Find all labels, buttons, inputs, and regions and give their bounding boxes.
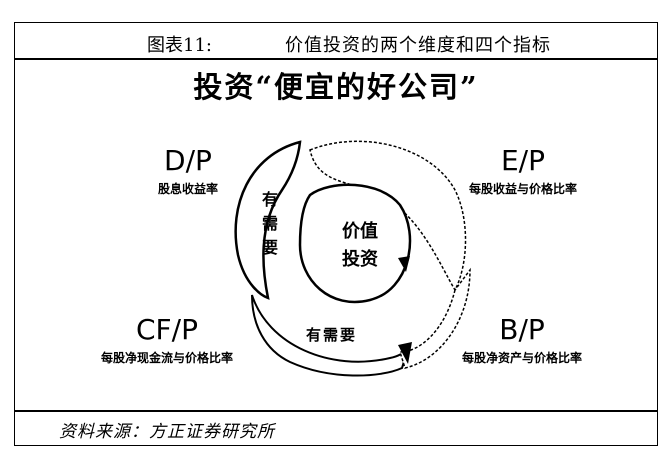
indicator-dp-code: D/P [164, 144, 212, 177]
diagram-title: 投资“便宜的好公司” [193, 70, 479, 104]
center-label-line1: 价值 [342, 221, 378, 242]
indicator-dp: D/P 股息收益率 [128, 146, 248, 197]
inner-circle [298, 183, 412, 304]
indicator-cfp-code: CF/P [136, 313, 198, 346]
indicator-ep-desc: 每股收益与价格比率 [468, 182, 577, 196]
source-note: 资料来源：方正证券研究所 [59, 422, 275, 442]
figure-title: 价值投资的两个维度和四个指标 [285, 35, 551, 56]
indicator-bp-code: B/P [499, 313, 545, 346]
arrow-label-left: 有需要 [261, 190, 278, 257]
figure-label: 图表11: [147, 35, 212, 56]
indicator-ep-code: E/P [500, 144, 545, 177]
source-footer: 资料来源：方正证券研究所 [15, 410, 657, 445]
center-label: 价值 投资 [320, 218, 400, 274]
indicator-dp-desc: 股息收益率 [157, 182, 218, 196]
arrow-label-bottom: 有需要 [306, 326, 358, 344]
arrow-head-bottom [398, 342, 412, 364]
indicator-cfp: CF/P 每股净现金流与价格比率 [72, 315, 262, 366]
inner-arrow-head [398, 256, 410, 272]
indicator-bp: B/P 每股净资产与价格比率 [432, 315, 612, 366]
center-label-line2: 投资 [342, 249, 378, 270]
indicator-cfp-desc: 每股净现金流与价格比率 [100, 351, 233, 365]
indicator-ep: E/P 每股收益与价格比率 [448, 146, 598, 197]
swirl-segment-left [234, 140, 302, 300]
indicator-bp-desc: 每股净资产与价格比率 [461, 351, 582, 365]
figure-frame: 图表11: 价值投资的两个维度和四个指标 资料来源：方正证券研究所 [14, 22, 658, 446]
figure-header: 图表11: 价值投资的两个维度和四个指标 [15, 23, 657, 60]
